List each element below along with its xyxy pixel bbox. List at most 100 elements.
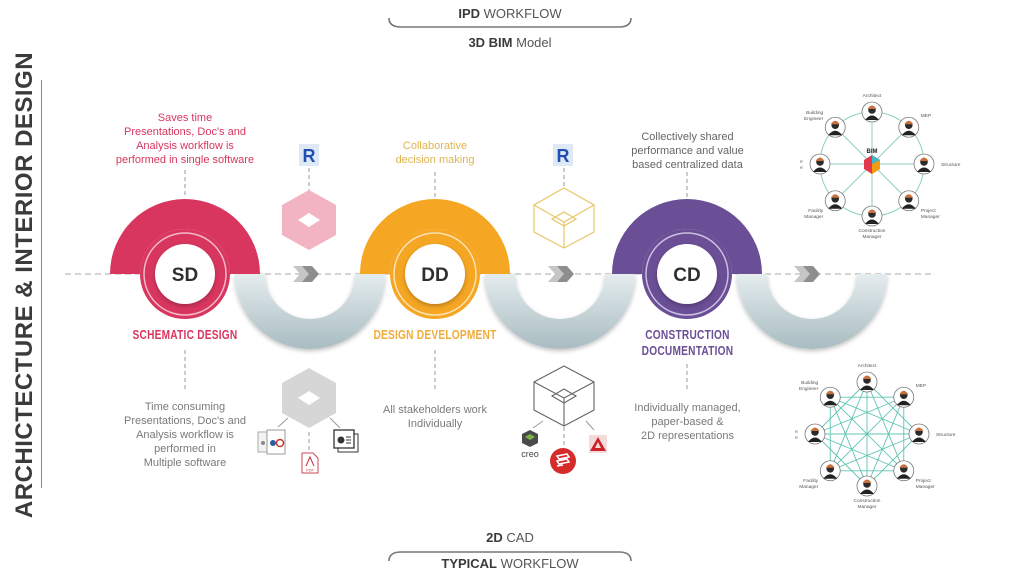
data-loss-label-2: DATA LOSS xyxy=(526,359,593,381)
cad-hexagon-icon xyxy=(282,368,336,428)
data-rich-arc-cd xyxy=(612,199,762,319)
chevron-arrow-3-icon xyxy=(794,266,820,282)
revit-logo-1-icon: R xyxy=(299,144,319,166)
stakeholder-label: BuilderOwner xyxy=(795,429,798,441)
phase-abbr-cd: CD xyxy=(673,265,700,286)
note-line: Individually xyxy=(407,418,463,430)
cad-subtitle: 2D CAD xyxy=(385,530,635,545)
stakeholder-label: Structure xyxy=(941,162,961,168)
ipd-bold: IPD xyxy=(458,6,481,21)
stakeholder-label: MEP xyxy=(916,383,926,389)
creo-logo-icon: creo xyxy=(521,430,539,459)
note-line: Presentations, Doc's and xyxy=(124,126,246,138)
phase-name-sd: SCHEMATIC DESIGN xyxy=(132,327,238,342)
stakeholder-node: Architect xyxy=(856,363,878,393)
chevron-arrow-1-icon xyxy=(293,266,319,282)
data-loss-arc-1 xyxy=(235,274,385,349)
note-line: Presentations, Doc's and xyxy=(124,415,246,427)
2d-bold: 2D xyxy=(486,530,503,545)
note-line: Analysis workflow is xyxy=(136,429,234,441)
data-rich-arc-sd xyxy=(110,199,260,319)
connector-lines xyxy=(184,168,688,452)
chevron-arrow-2-icon xyxy=(548,266,574,282)
stakeholder-node: Architect xyxy=(861,93,883,123)
note-line: performed in single software xyxy=(115,154,255,166)
note-line: performance and value xyxy=(631,145,744,157)
typical-workflow-title: TYPICAL WORKFLOW xyxy=(385,556,635,571)
dd-top-note: Collaborative decision making xyxy=(370,139,500,167)
stakeholder-node: Structure xyxy=(908,423,956,445)
word-doc-icon xyxy=(257,429,286,455)
note-line: Saves time xyxy=(157,112,213,124)
note-line: decision making xyxy=(395,154,475,166)
dd-bottom-note: All stakeholders work Individually xyxy=(370,403,500,431)
bim-hub-label: BIM xyxy=(867,149,878,155)
phase-abbr-dd: DD xyxy=(421,265,448,286)
svg-text:R: R xyxy=(557,146,570,166)
svg-text:R: R xyxy=(303,146,316,166)
stakeholder-node: Structure xyxy=(913,153,961,175)
phase-name-line: DOCUMENTATION xyxy=(641,343,734,358)
stakeholder-node: MEP xyxy=(898,113,931,138)
svg-text:creo: creo xyxy=(521,449,539,459)
note-line: Individually managed, xyxy=(634,402,741,414)
data-loss-arc-2 xyxy=(485,274,635,349)
bim-wireframe-box-icon xyxy=(533,187,595,249)
data-loss-arc-3 xyxy=(737,274,887,349)
phase-name-line: CONSTRUCTION xyxy=(645,327,730,342)
cad-wireframe-box-icon xyxy=(533,365,595,427)
note-line: Multiple software xyxy=(143,457,227,469)
data-loss-label-3: DATA LOSS xyxy=(778,359,845,381)
stakeholder-label: Structure xyxy=(936,432,956,438)
cad-text: CAD xyxy=(506,530,534,545)
stakeholder-label: Architect xyxy=(858,363,877,369)
top-bracket xyxy=(388,17,632,28)
note-line: 2D representations xyxy=(641,430,734,442)
cd-bottom-note: Individually managed, paper-based & 2D r… xyxy=(615,401,760,443)
phase-name-cd: CONSTRUCTION DOCUMENTATION xyxy=(627,327,748,359)
revit-logo-2-icon: R xyxy=(553,144,573,166)
stakeholder-node: BuilderOwner xyxy=(795,423,826,445)
phase-abbr-sd: SD xyxy=(172,265,198,286)
phase-name-dd: DESIGN DEVELOPMENT xyxy=(373,327,497,342)
sd-top-note: Saves time Presentations, Doc's and Anal… xyxy=(105,111,265,167)
bim-hub-icon xyxy=(864,155,880,174)
stakeholder-label: BuilderOwner xyxy=(800,159,803,171)
ipd-workflow-title: IPD WORKFLOW xyxy=(385,6,635,21)
note-line: performed in xyxy=(154,443,216,455)
workflow-text: WORKFLOW xyxy=(483,6,562,21)
typical-bold: TYPICAL xyxy=(441,556,497,571)
pdf-icon: PDF xyxy=(301,452,319,474)
autocad-logo-icon xyxy=(589,435,607,453)
stakeholder-node: BuilderOwner xyxy=(800,153,831,175)
model-text: Model xyxy=(516,35,552,50)
note-line: All stakeholders work xyxy=(383,404,487,416)
side-divider xyxy=(41,80,42,488)
bottom-bracket xyxy=(388,551,632,562)
bim-model-hexagon-icon xyxy=(282,190,336,250)
sd-bottom-note: Time consuming Presentations, Doc's and … xyxy=(110,400,260,470)
note-line: Analysis workflow is xyxy=(136,140,234,152)
stakeholder-node: MEP xyxy=(893,383,926,408)
data-rich-arc-dd xyxy=(360,199,510,319)
bim-bold: 3D BIM xyxy=(468,35,513,50)
